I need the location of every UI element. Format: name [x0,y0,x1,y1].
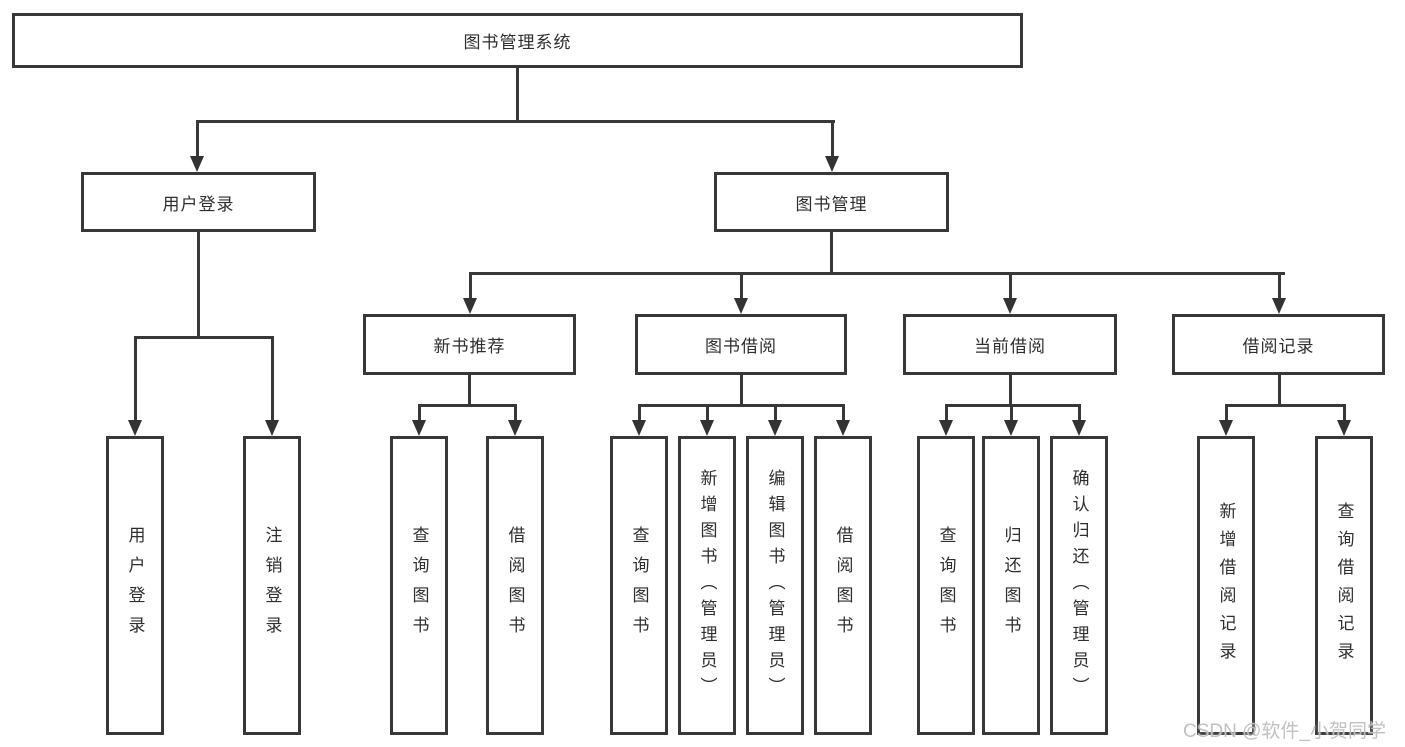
arrow-down-icon [508,420,522,436]
csdn-watermark: CSDN @软件_小贺同学 [1183,721,1386,742]
connector-line [468,375,471,407]
connector-line [197,232,200,339]
connector-line [1278,272,1281,300]
connector-line [469,272,1285,275]
arrow-down-icon [768,420,782,436]
leaf-return-books: 归还图书 [982,436,1040,735]
node-label: 借阅图书 [505,525,525,646]
node-label: 新增图书（管理员） [697,468,717,703]
arrow-down-icon [939,420,953,436]
connector-line [638,404,641,422]
node-borrowing-records: 借阅记录 [1172,314,1385,375]
node-label: 注销登录 [262,525,282,646]
connector-line [134,336,137,422]
node-book-borrowing: 图书借阅 [635,314,847,375]
node-label: 用户登录 [162,194,235,214]
connector-line [830,232,833,275]
leaf-query-books-current: 查询图书 [917,436,975,735]
node-label: 查询图书 [936,525,956,646]
node-library-management-system: 图书管理系统 [12,13,1023,68]
node-label: 新书推荐 [433,337,506,356]
connector-line [1078,404,1081,422]
connector-line [516,68,519,122]
node-label: 借阅图书 [833,525,853,646]
connector-line [638,404,845,407]
connector-line [706,404,709,422]
node-current-borrowing: 当前借阅 [903,314,1117,375]
node-book-management-module: 图书管理 [714,172,949,232]
connector-line [196,120,199,160]
leaf-user-login: 用户登录 [106,436,164,735]
leaf-borrow-books-borrowing: 借阅图书 [814,436,872,735]
arrow-down-icon [836,420,850,436]
leaf-borrow-books-recommend: 借阅图书 [486,436,544,735]
arrow-down-icon [1219,420,1233,436]
arrow-down-icon [190,156,204,172]
node-label: 查询借阅记录 [1334,501,1354,670]
leaf-confirm-return-admin: 确认归还（管理员） [1050,436,1108,735]
arrow-down-icon [1272,298,1286,314]
connector-line [842,404,845,422]
leaf-logout: 注销登录 [243,436,301,735]
leaf-add-borrow-record: 新增借阅记录 [1197,436,1255,735]
leaf-query-books-borrowing: 查询图书 [610,436,668,735]
arrow-down-icon [1337,420,1351,436]
connector-line [418,404,517,407]
leaf-query-borrow-record: 查询借阅记录 [1315,436,1373,735]
node-label: 查询图书 [409,525,429,646]
node-label: 图书借阅 [705,337,777,356]
leaf-add-books-admin: 新增图书（管理员） [678,436,736,735]
arrow-down-icon [700,420,714,436]
connector-line [740,272,743,300]
node-label: 图书管理 [795,194,868,214]
arrow-down-icon [412,420,426,436]
connector-line [271,336,274,422]
node-label: 用户登录 [125,525,145,646]
connector-line [945,404,1081,407]
node-label: 归还图书 [1001,525,1021,646]
connector-line [1225,404,1346,407]
connector-line [1009,375,1012,407]
connector-line [134,336,274,339]
arrow-down-icon [463,298,477,314]
connector-line [740,375,743,407]
arrow-down-icon [128,420,142,436]
leaf-query-books-recommend: 查询图书 [390,436,448,735]
connector-line [418,404,421,422]
node-user-login-module: 用户登录 [81,172,316,232]
connector-line [196,120,835,123]
arrow-down-icon [1072,420,1086,436]
connector-line [774,404,777,422]
node-label: 新增借阅记录 [1216,501,1236,670]
arrow-down-icon [632,420,646,436]
node-label: 编辑图书（管理员） [765,468,785,703]
connector-line [1009,272,1012,300]
arrow-down-icon [825,156,839,172]
node-label: 借阅记录 [1242,337,1315,356]
connector-line [1278,375,1281,407]
arrow-down-icon [1003,298,1017,314]
node-label: 确认归还（管理员） [1069,468,1089,703]
connector-line [1010,404,1013,422]
connector-line [514,404,517,422]
arrow-down-icon [265,420,279,436]
leaf-edit-books-admin: 编辑图书（管理员） [746,436,804,735]
connector-line [945,404,948,422]
connector-line [831,120,834,160]
connector-line [1343,404,1346,422]
node-label: 当前借阅 [974,337,1046,356]
node-label: 查询图书 [629,525,649,646]
node-label: 图书管理系统 [463,33,572,52]
arrow-down-icon [1004,420,1018,436]
connector-line [1225,404,1228,422]
node-new-book-recommendation: 新书推荐 [363,314,576,375]
arrow-down-icon [734,298,748,314]
connector-line [469,272,472,300]
